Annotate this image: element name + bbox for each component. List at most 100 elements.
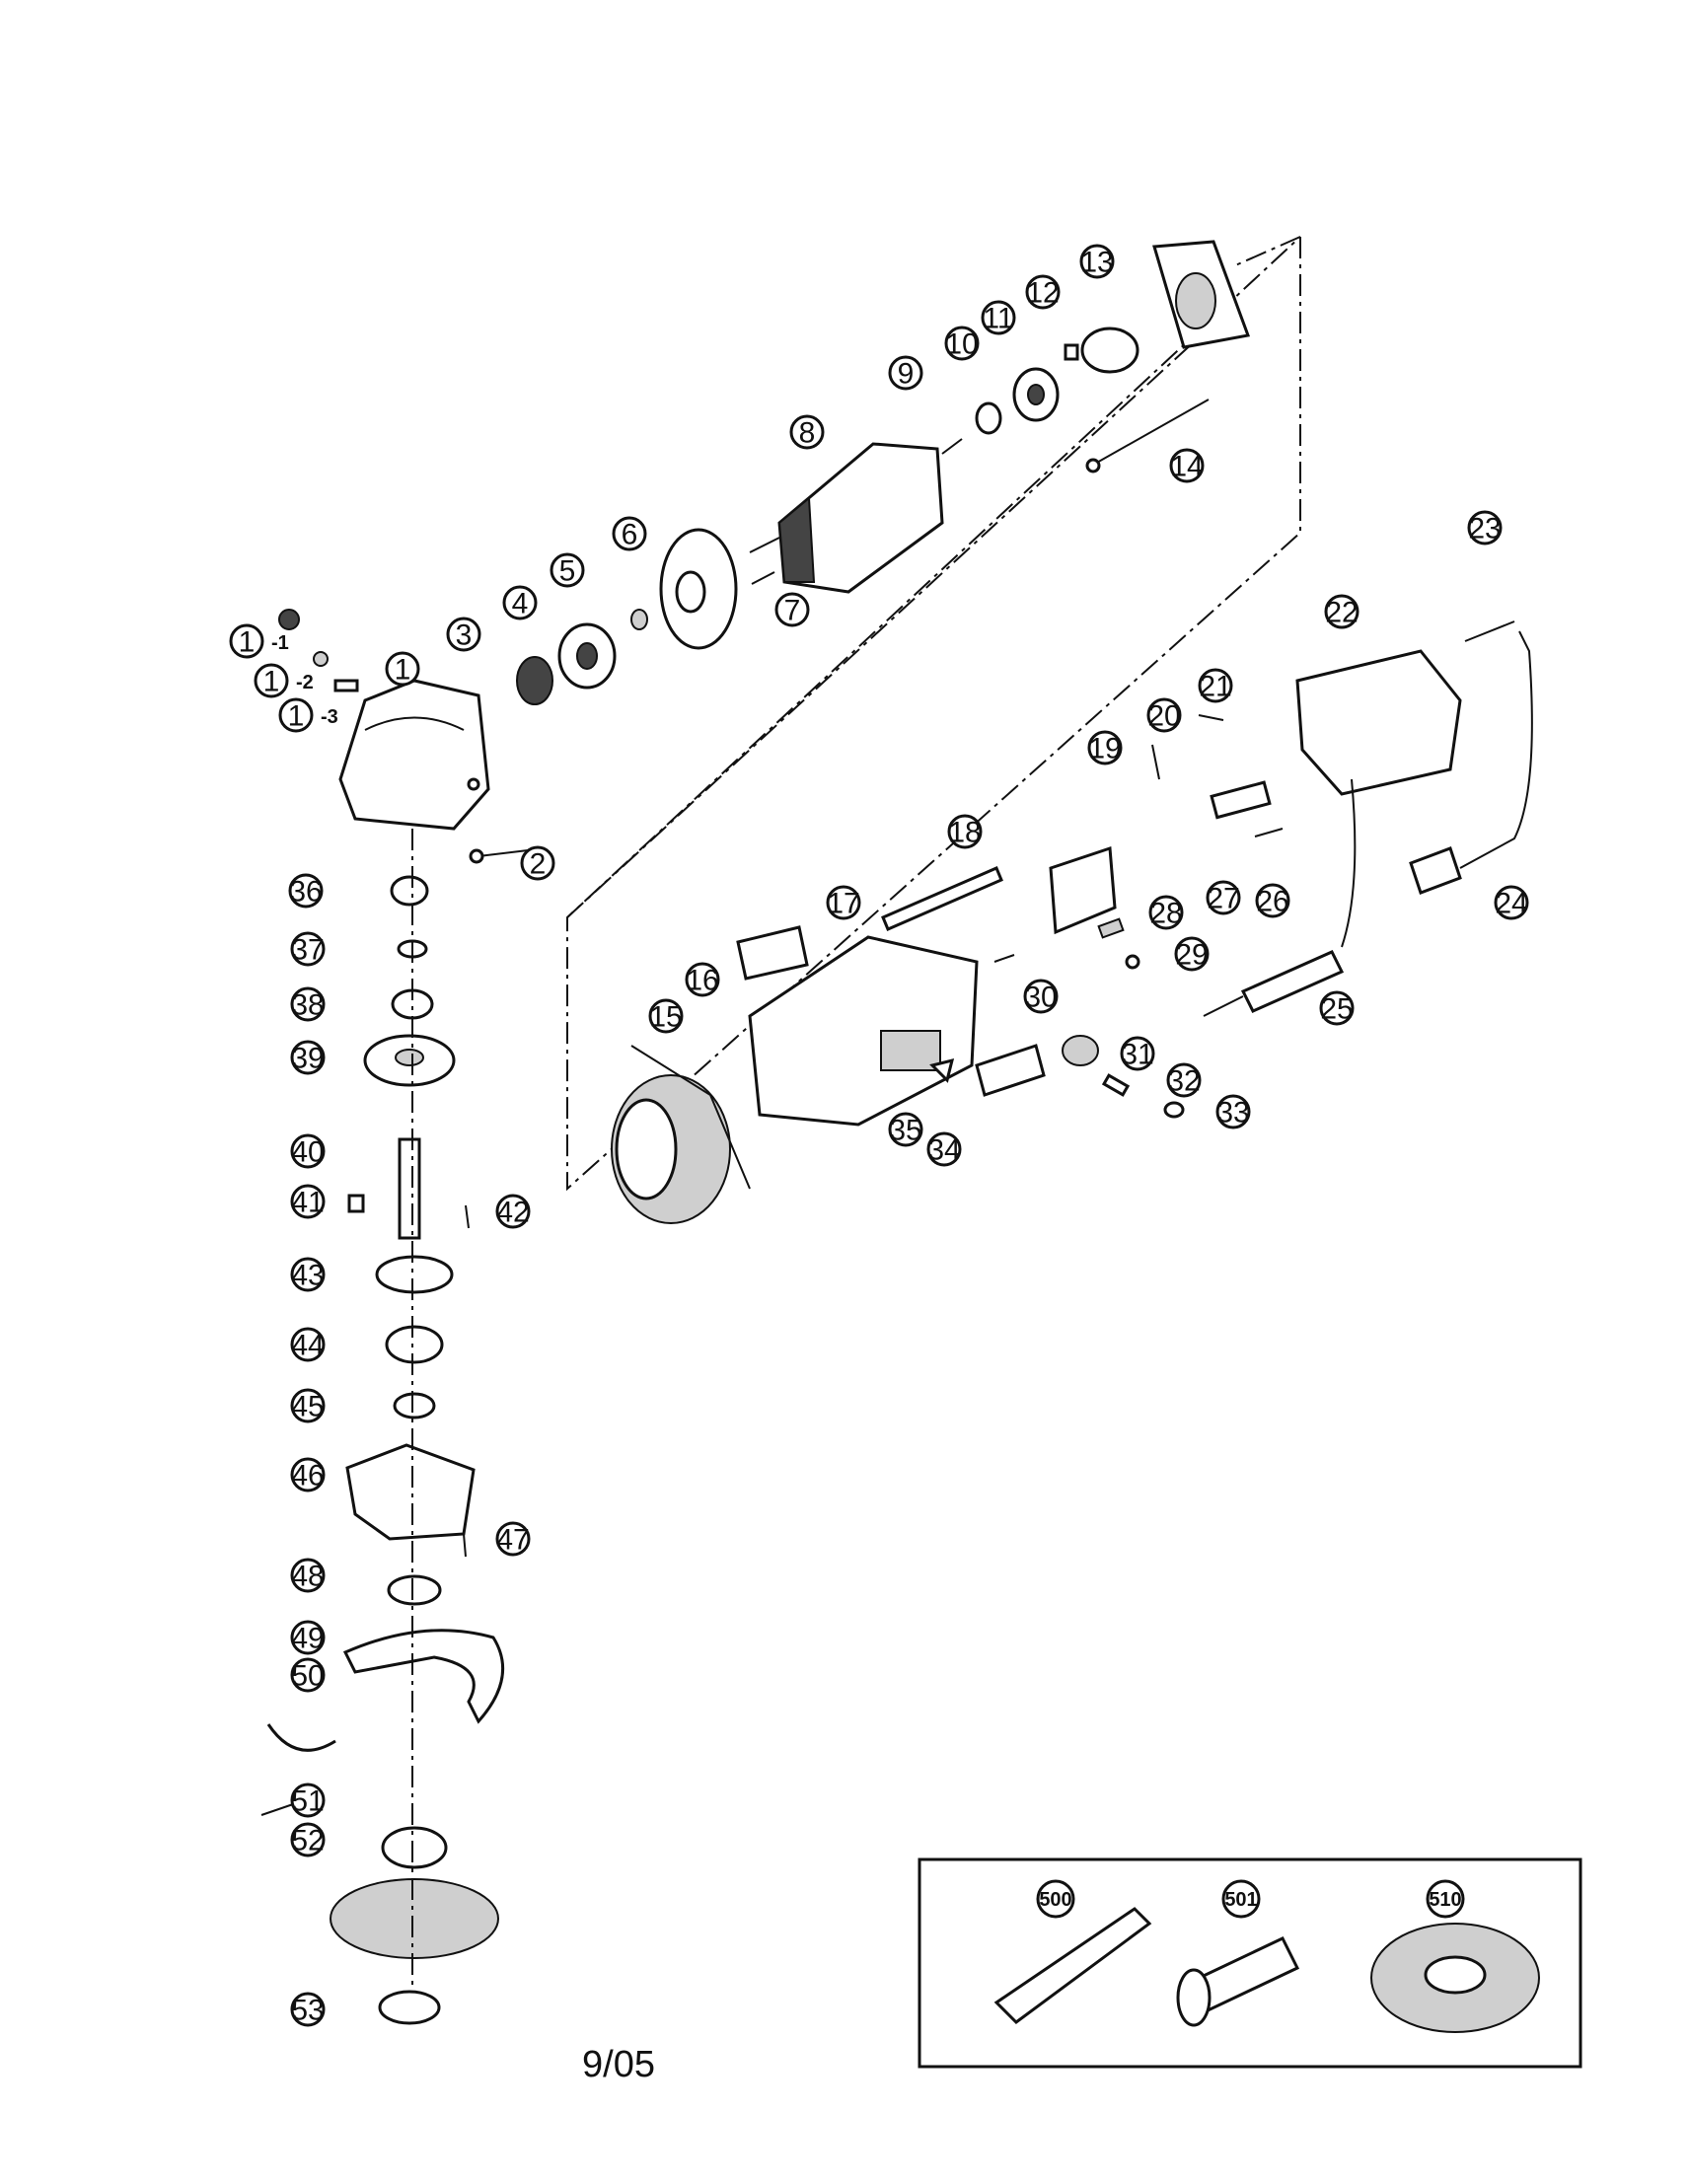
callout-number: 25 <box>1320 993 1353 1026</box>
callout-number: 49 <box>291 1623 324 1655</box>
callout-circle <box>648 998 684 1034</box>
callout-circle <box>1120 1036 1155 1071</box>
callout-number: 43 <box>291 1260 324 1292</box>
callout-15: 15 <box>648 998 684 1034</box>
callout-1-1: 1-1 <box>229 623 289 659</box>
clip-35 <box>929 1057 955 1083</box>
callout-number: 31 <box>1121 1039 1153 1071</box>
callout-49: 49 <box>290 1620 326 1655</box>
callout-number: 11 <box>983 303 1013 335</box>
callout-circle <box>1166 1062 1202 1098</box>
callout-1-3: 1-3 <box>278 697 338 733</box>
callout-34: 34 <box>926 1131 962 1167</box>
callout-33: 33 <box>1215 1094 1251 1129</box>
washer-5 <box>630 609 648 630</box>
callout-5: 5 <box>550 552 585 588</box>
callout-circle <box>1319 990 1355 1026</box>
date-code: 9/05 <box>582 2044 655 2085</box>
tapping-screw-14 <box>1085 399 1210 473</box>
motor-housing <box>748 935 979 1127</box>
callout-number: 44 <box>291 1330 324 1362</box>
callout-16: 16 <box>685 962 720 997</box>
ball-bearing-4 <box>557 622 617 690</box>
seal-48 <box>387 1574 442 1606</box>
cord-and-plug <box>1409 630 1533 895</box>
carbon-brush-28 <box>1097 917 1125 939</box>
callout-53: 53 <box>290 1992 326 2027</box>
callout-circle <box>502 585 538 620</box>
callout-number: 48 <box>291 1561 324 1593</box>
callout-circle <box>1467 510 1503 546</box>
callout-number: 510 <box>1429 1889 1461 1911</box>
callout-number: 39 <box>291 1043 324 1075</box>
spindle <box>398 1137 421 1240</box>
callout-42: 42 <box>495 1194 531 1229</box>
callout-circle <box>290 1388 326 1423</box>
callout-number: 28 <box>1149 898 1182 930</box>
callout-number: 42 <box>496 1197 529 1229</box>
callout-30: 30 <box>1023 979 1059 1014</box>
callout-number: 13 <box>1080 247 1113 279</box>
callout-26: 26 <box>1255 883 1290 918</box>
callout-number: 26 <box>1256 886 1288 918</box>
pin-11 <box>1064 343 1079 361</box>
callout-circle <box>1025 274 1061 310</box>
brush-holder <box>1049 845 1117 935</box>
motor-section-outline <box>566 236 1301 1192</box>
callout-2: 2 <box>520 845 555 881</box>
callout-circle <box>1146 697 1182 733</box>
screw-2 <box>469 848 529 864</box>
callout-number: 34 <box>927 1134 960 1167</box>
needle-bearing-36 <box>390 875 429 907</box>
callout-number: 10 <box>945 328 978 361</box>
armature <box>749 438 963 594</box>
baffle-plate <box>659 528 738 650</box>
callout-6: 6 <box>612 516 647 551</box>
callout-circle <box>1087 730 1123 765</box>
callout-3: 3 <box>446 617 481 652</box>
gear-cover <box>345 1443 476 1541</box>
callout-circle <box>1169 448 1205 483</box>
gear-housing <box>338 679 490 831</box>
callout-number: 14 <box>1170 451 1203 483</box>
callout-suffix: -2 <box>296 672 314 693</box>
callout-number: 36 <box>289 876 322 909</box>
callout-circle <box>1148 895 1184 930</box>
callout-29: 29 <box>1174 936 1210 972</box>
callout-circle <box>290 1327 326 1362</box>
callout-number: 46 <box>291 1460 324 1492</box>
callout-number: 32 <box>1167 1065 1200 1098</box>
callout-circle <box>446 617 481 652</box>
screw-29 <box>1125 954 1140 970</box>
callout-46: 46 <box>290 1457 326 1492</box>
callout-52: 52 <box>290 1822 326 1857</box>
callout-50: 50 <box>290 1657 326 1693</box>
callout-circle <box>1174 936 1210 972</box>
tail-cover <box>1295 649 1462 796</box>
washer-45 <box>393 1392 436 1420</box>
callout-number: 35 <box>889 1115 921 1147</box>
callout-31: 31 <box>1120 1036 1155 1071</box>
callout-circle <box>290 1558 326 1593</box>
callout-number: 5 <box>559 555 576 588</box>
callout-circle <box>290 1457 326 1492</box>
callout-number: 9 <box>898 358 915 391</box>
callout-circle <box>229 623 264 659</box>
callout-number: 501 <box>1224 1889 1257 1911</box>
callout-number: 21 <box>1199 671 1231 703</box>
callout-circle <box>1221 1879 1261 1919</box>
callout-circle <box>1023 979 1059 1014</box>
band-50 <box>266 1723 336 1752</box>
accessory-grinding-wheel <box>1370 1923 1540 2033</box>
callout-510: 510 <box>1426 1879 1465 1919</box>
callout-21: 21 <box>1198 668 1233 703</box>
callout-number: 2 <box>530 848 547 881</box>
pinion-gear <box>516 656 553 705</box>
callout-circle <box>888 1112 923 1147</box>
callout-number: 30 <box>1024 982 1057 1014</box>
callout-number: 16 <box>686 965 718 997</box>
callout-circle <box>789 414 825 450</box>
screw-42 <box>465 1204 470 1229</box>
tapping-screw-23 <box>1464 620 1515 642</box>
callout-number: 15 <box>649 1001 682 1034</box>
